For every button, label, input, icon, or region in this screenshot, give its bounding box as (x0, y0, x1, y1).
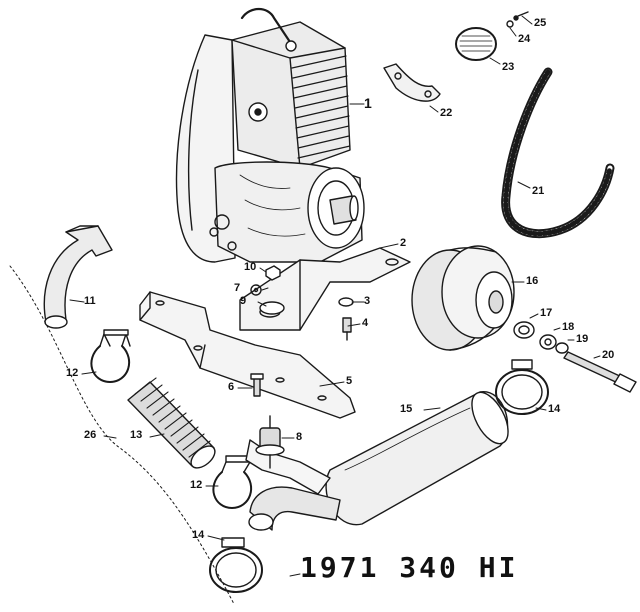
callout-23: 23 (502, 61, 515, 73)
callout-14-right: 14 (548, 403, 561, 415)
muffler-part (245, 391, 509, 531)
engine-mount-hardware (250, 265, 354, 341)
callout-24: 24 (518, 33, 531, 45)
pulley-hardware (513, 321, 637, 393)
leader-lines (9, 15, 601, 605)
callout-14-lower: 14 (192, 529, 205, 541)
belt-guard-bracket-part (383, 63, 441, 102)
band-clamp-part-right (495, 359, 549, 415)
callout-17: 17 (540, 307, 553, 319)
callout-6: 6 (228, 381, 235, 393)
clamp-part-lower (212, 455, 253, 509)
callout-3: 3 (364, 295, 371, 307)
drive-pulley-part (411, 245, 515, 351)
callout-10: 10 (244, 261, 257, 273)
callout-5: 5 (346, 375, 353, 387)
callout-15: 15 (400, 403, 413, 415)
engine-part (175, 7, 365, 263)
callout-12-upper: 12 (66, 367, 79, 379)
drive-belt-part (501, 67, 615, 239)
model-caption: 1971 340 HI (300, 551, 519, 584)
callout-21: 21 (532, 185, 545, 197)
callout-4: 4 (362, 317, 369, 329)
callout-13: 13 (130, 429, 143, 441)
callout-12-lower: 12 (190, 479, 203, 491)
callout-20: 20 (602, 349, 615, 361)
callout-19: 19 (576, 333, 589, 345)
band-clamp-part-lower (209, 537, 263, 593)
callout-11: 11 (84, 295, 96, 307)
callout-8: 8 (296, 431, 303, 443)
callout-25: 25 (534, 17, 547, 29)
callout-18: 18 (562, 321, 575, 333)
flex-hose-part (127, 377, 216, 469)
callout-22: 22 (440, 107, 453, 119)
vent-grille-part (455, 11, 529, 61)
exhaust-elbow-part (43, 225, 113, 329)
callout-26: 26 (84, 429, 97, 441)
callout-2: 2 (400, 237, 407, 249)
muffler-mount-part (255, 415, 285, 469)
callout-7: 7 (234, 282, 241, 294)
callout-9: 9 (240, 295, 247, 307)
callout-1: 1 (364, 95, 372, 111)
callout-16: 16 (526, 275, 539, 287)
clamp-part-upper (90, 329, 131, 383)
base-plate-part (139, 291, 356, 419)
